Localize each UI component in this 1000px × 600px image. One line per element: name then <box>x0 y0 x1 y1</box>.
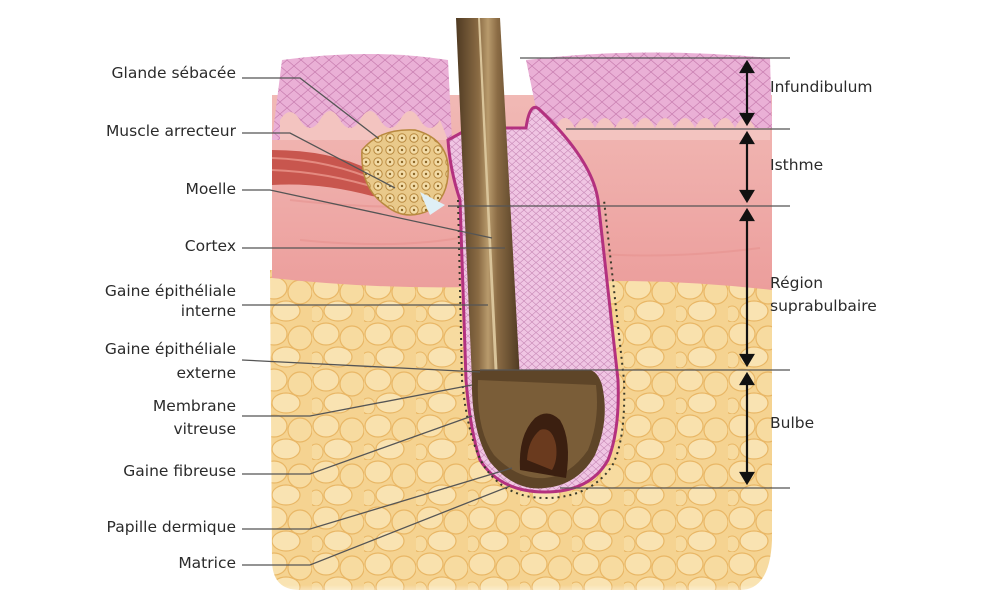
label-gaine-externe-line2: externe <box>176 364 236 382</box>
label-membrane-line2: vitreuse <box>173 420 236 438</box>
label-glande-sebacee: Glande sébacée <box>111 64 236 82</box>
label-muscle-arrecteur: Muscle arrecteur <box>105 122 236 140</box>
label-region-line1: Région <box>770 274 824 292</box>
label-papille-dermique: Papille dermique <box>106 518 236 536</box>
fibrous-sheath <box>457 199 626 500</box>
sebaceous-gland <box>361 129 449 216</box>
label-gaine-fibreuse: Gaine fibreuse <box>123 462 236 480</box>
label-infundibulum: Infundibulum <box>770 78 873 96</box>
label-gaine-interne-line2: interne <box>180 302 236 320</box>
medulla <box>478 18 498 380</box>
label-region-line2: suprabulbaire <box>770 297 877 315</box>
label-moelle: Moelle <box>185 180 236 198</box>
label-bulbe: Bulbe <box>770 414 815 432</box>
epidermis-right <box>526 52 772 128</box>
region-arrows <box>739 59 755 486</box>
label-cortex: Cortex <box>184 237 236 255</box>
label-membrane-line1: Membrane <box>152 397 236 415</box>
left-leader-lines <box>241 77 513 566</box>
label-gaine-externe-line1: Gaine épithéliale <box>104 340 236 358</box>
label-isthme: Isthme <box>770 156 824 174</box>
right-guide-lines <box>448 57 790 489</box>
label-gaine-interne-line1: Gaine épithéliale <box>104 282 236 300</box>
label-matrice: Matrice <box>178 554 236 572</box>
